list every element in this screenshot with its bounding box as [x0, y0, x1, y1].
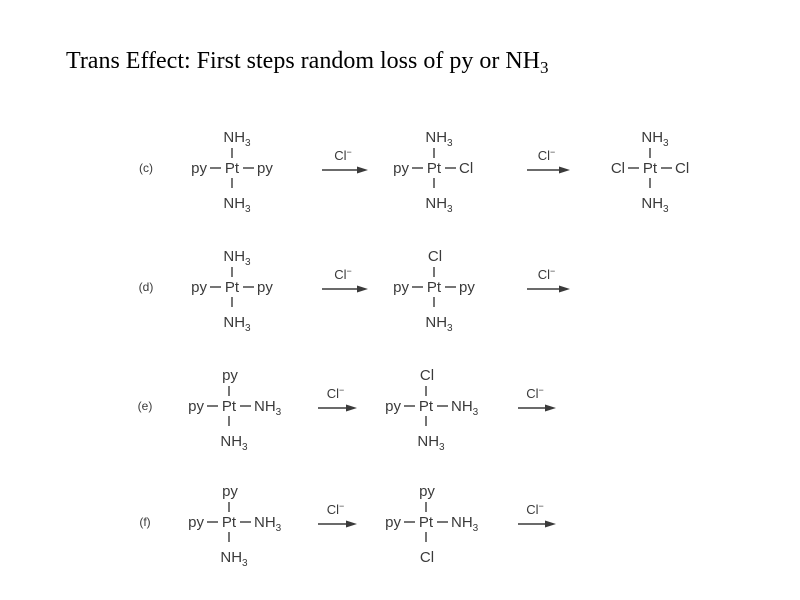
platinum-atom: Pt	[419, 398, 434, 415]
ligand-right: py	[257, 160, 273, 177]
arrow-head	[559, 285, 570, 293]
platinum-atom: Pt	[222, 514, 237, 531]
chloride-reagent: Cl−	[538, 147, 556, 163]
ligand-top: NH3	[641, 129, 669, 149]
ligand-left: py	[385, 398, 401, 415]
chloride-reagent: Cl−	[526, 501, 544, 517]
ligand-left: Cl	[611, 160, 625, 177]
ligand-top: py	[419, 483, 435, 500]
arrow-head	[559, 166, 570, 174]
chloride-reagent: Cl−	[327, 501, 345, 517]
title-subscript: 3	[539, 58, 549, 77]
arrow-head	[357, 285, 368, 293]
ligand-bottom: NH3	[220, 549, 248, 569]
ligand-left: py	[188, 398, 204, 415]
arrow-head	[545, 404, 556, 412]
ligand-bottom: NH3	[417, 433, 445, 453]
ligand-right: py	[459, 279, 475, 296]
ligand-right: NH3	[451, 398, 479, 418]
ligand-bottom: NH3	[223, 195, 251, 215]
row-label: (e)	[138, 399, 153, 413]
ligand-right: NH3	[451, 514, 479, 534]
ligand-right: NH3	[254, 398, 282, 418]
reaction-arrow: Cl−	[518, 385, 556, 412]
platinum-atom: Pt	[427, 160, 442, 177]
ligand-left: py	[188, 514, 204, 531]
row-label: (f)	[139, 515, 150, 529]
reaction-arrow: Cl−	[527, 147, 570, 174]
ligand-top: NH3	[223, 248, 251, 268]
ligand-right: Cl	[675, 160, 689, 177]
ligand-bottom: NH3	[425, 195, 453, 215]
ligand-left: py	[393, 279, 409, 296]
ligand-bottom: NH3	[220, 433, 248, 453]
platinum-atom: Pt	[222, 398, 237, 415]
ligand-bottom: NH3	[641, 195, 669, 215]
arrow-head	[545, 520, 556, 528]
chloride-reagent: Cl−	[526, 385, 544, 401]
platinum-atom: Pt	[643, 160, 658, 177]
ligand-left: py	[385, 514, 401, 531]
arrow-head	[346, 520, 357, 528]
chloride-reagent: Cl−	[334, 147, 352, 163]
slide-title: Trans Effect: First steps random loss of…	[66, 48, 549, 77]
ligand-left: py	[191, 279, 207, 296]
reaction-arrow: Cl−	[322, 266, 368, 293]
platinum-atom: Pt	[225, 279, 240, 296]
ligand-left: py	[393, 160, 409, 177]
reaction-arrow: Cl−	[318, 385, 357, 412]
platinum-atom: Pt	[427, 279, 442, 296]
ligand-bottom: NH3	[425, 314, 453, 334]
ligand-top: Cl	[428, 248, 442, 265]
reaction-arrow: Cl−	[318, 501, 357, 528]
reaction-arrow: Cl−	[527, 266, 570, 293]
chloride-reagent: Cl−	[538, 266, 556, 282]
platinum-atom: Pt	[225, 160, 240, 177]
ligand-right: py	[257, 279, 273, 296]
ligand-right: NH3	[254, 514, 282, 534]
ligand-bottom: Cl	[420, 549, 434, 566]
ligand-bottom: NH3	[223, 314, 251, 334]
ligand-top: NH3	[425, 129, 453, 149]
arrow-head	[346, 404, 357, 412]
title-text: Trans Effect: First steps random loss of…	[66, 48, 540, 74]
ligand-top: Cl	[420, 367, 434, 384]
ligand-top: py	[222, 367, 238, 384]
ligand-top: py	[222, 483, 238, 500]
reaction-arrow: Cl−	[518, 501, 556, 528]
ligand-top: NH3	[223, 129, 251, 149]
arrow-head	[357, 166, 368, 174]
reaction-arrow: Cl−	[322, 147, 368, 174]
row-label: (c)	[139, 161, 153, 175]
ligand-left: py	[191, 160, 207, 177]
ligand-right: Cl	[459, 160, 473, 177]
platinum-atom: Pt	[419, 514, 434, 531]
chloride-reagent: Cl−	[334, 266, 352, 282]
row-label: (d)	[139, 280, 154, 294]
chloride-reagent: Cl−	[327, 385, 345, 401]
